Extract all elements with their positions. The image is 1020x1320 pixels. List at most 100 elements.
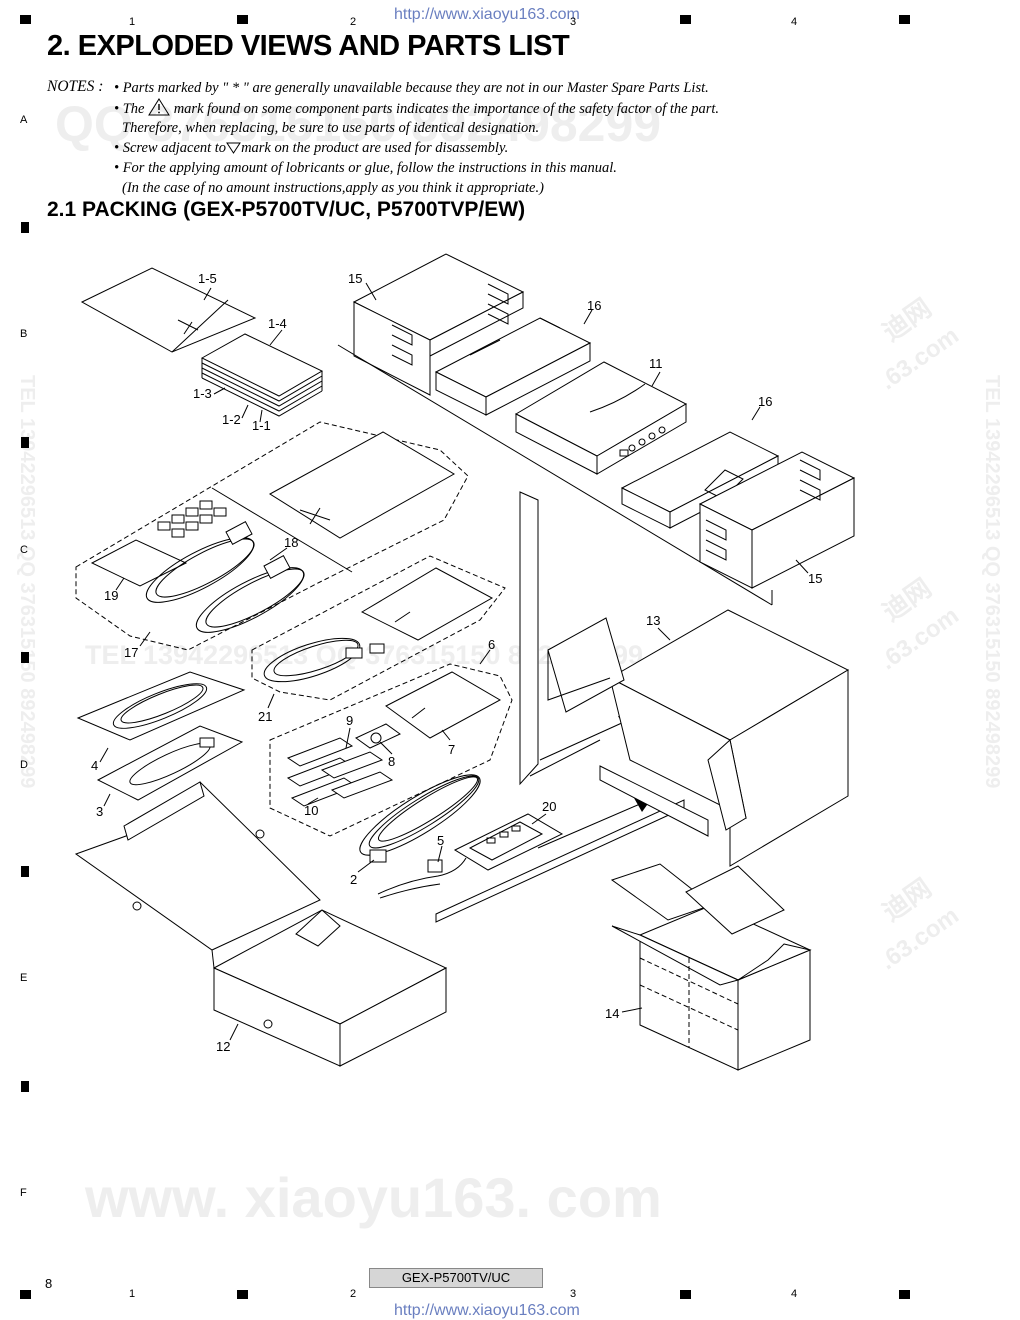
grid-row-c: C [20, 544, 28, 556]
callout-6: 6 [488, 637, 495, 652]
callout-14: 14 [605, 1006, 619, 1021]
cable-4 [76, 671, 246, 741]
warning-triangle-icon [148, 98, 170, 116]
callout-7: 7 [448, 742, 455, 757]
side-mark [21, 866, 29, 877]
watermark-qq-top: QQ 376315150 892498299 [55, 96, 662, 152]
grid-mark [680, 1290, 691, 1299]
divider-sheet [519, 491, 539, 786]
grid-col-1-bottom: 1 [129, 1288, 136, 1300]
callout-4: 4 [91, 758, 98, 773]
notes-line-4a: • Screw adjacent to [114, 140, 227, 156]
accessory-group-6 [269, 663, 513, 837]
remote-control-20 [453, 813, 564, 871]
protector-pad-right [698, 451, 856, 589]
callout-19: 19 [104, 588, 118, 603]
notes-line-6: (In the case of no amount instructions,a… [122, 180, 544, 196]
grid-row-e: E [20, 972, 28, 984]
section-title: 2.1 PACKING (GEX-P5700TV/UC, P5700TVP/EW… [47, 198, 526, 221]
callout-10: 10 [304, 803, 318, 818]
grid-col-1: 1 [129, 16, 136, 28]
instruction-envelope [80, 267, 257, 353]
callout-1-5: 1-5 [198, 271, 217, 286]
side-mark [21, 437, 29, 448]
inner-carton-13 [547, 609, 850, 867]
grid-col-3-bottom: 3 [570, 1288, 577, 1300]
callout-17: 17 [124, 645, 138, 660]
grid-row-f: F [20, 1187, 27, 1199]
grid-col-4: 4 [791, 16, 798, 28]
callout-1-1: 1-1 [252, 418, 271, 433]
leader-lines [99, 282, 809, 1041]
notes-line-4: • Screw adjacent to mark on the product a… [114, 138, 508, 158]
callout-8: 8 [388, 754, 395, 769]
callout-1-2: 1-2 [222, 412, 241, 427]
side-mark [21, 1081, 29, 1092]
accessory-bag-21 [360, 567, 494, 641]
side-mark [21, 222, 29, 233]
assembly-line [211, 487, 353, 573]
antenna-cables-18 [145, 520, 305, 633]
callout-2: 2 [350, 872, 357, 887]
footer-model: GEX-P5700TV/UC [369, 1268, 543, 1288]
manuals-stack [200, 333, 324, 417]
watermark-url-big: www. xiaoyu163. com [85, 1166, 662, 1229]
grid-col-3: 3 [570, 16, 577, 28]
accessory-bag-7 [385, 671, 502, 739]
grid-mark [20, 15, 31, 24]
callout-20: 20 [542, 799, 556, 814]
grid-row-b: B [20, 328, 28, 340]
grid-col-2: 2 [350, 16, 357, 28]
page-number: 8 [45, 1276, 53, 1291]
clip-set [157, 500, 227, 538]
grid-col-2-bottom: 2 [350, 1288, 357, 1300]
callout-15-right: 15 [808, 571, 822, 586]
item-8 [355, 723, 401, 749]
main-unit [514, 361, 688, 475]
grid-col-4-bottom: 4 [791, 1288, 798, 1300]
callout-11: 11 [649, 356, 663, 371]
accessory-group-21 [251, 555, 506, 701]
card-19 [90, 539, 188, 587]
grid-row-d: D [20, 759, 28, 771]
notes-line-2b: mark found on some component parts indic… [173, 101, 719, 117]
notes-line-3: Therefore, when replacing, be sure to us… [122, 120, 540, 136]
grid-mark [899, 1290, 910, 1299]
grid-mark [20, 1290, 31, 1299]
grid-mark [680, 15, 691, 24]
callout-16-top: 16 [587, 298, 601, 313]
screw-down-triangle-icon [226, 142, 241, 154]
callout-16-right: 16 [758, 394, 772, 409]
bottom-url[interactable]: http://www.xiaoyu163.com [394, 1302, 580, 1319]
callout-5: 5 [437, 833, 444, 848]
callout-21: 21 [258, 709, 272, 724]
grid-row-a: A [20, 114, 28, 126]
grid-mark [237, 1290, 248, 1299]
cable-3 [96, 725, 244, 801]
cable-21 [263, 637, 385, 683]
box-12 [74, 781, 448, 1067]
accessory-bag-17 [269, 431, 456, 539]
callout-3: 3 [96, 804, 103, 819]
cable-2 [359, 774, 481, 863]
callout-13: 13 [646, 613, 660, 628]
callout-1-4: 1-4 [268, 316, 287, 331]
protector-pad-top [352, 253, 525, 396]
sticker-10 [290, 751, 394, 807]
insert-16-top [434, 317, 592, 416]
notes-label: NOTES : [47, 78, 104, 95]
callout-18: 18 [284, 535, 298, 550]
outer-carton-14 [610, 863, 812, 1071]
notes-line-4b: mark on the product are used for disasse… [241, 140, 509, 156]
side-mark [21, 652, 29, 663]
notes-line-1: • Parts marked by " * " are generally un… [114, 80, 709, 96]
harness-5 [377, 857, 467, 899]
top-url[interactable]: http://www.xiaoyu163.com [394, 6, 580, 23]
callout-15-top: 15 [348, 271, 362, 286]
page-title: 2. EXPLODED VIEWS AND PARTS LIST [47, 30, 570, 62]
notes-line-2a: • The [114, 101, 145, 117]
grid-mark [899, 15, 910, 24]
callout-9: 9 [346, 713, 353, 728]
notes-line-2: • The mark found on some component parts… [114, 98, 719, 119]
